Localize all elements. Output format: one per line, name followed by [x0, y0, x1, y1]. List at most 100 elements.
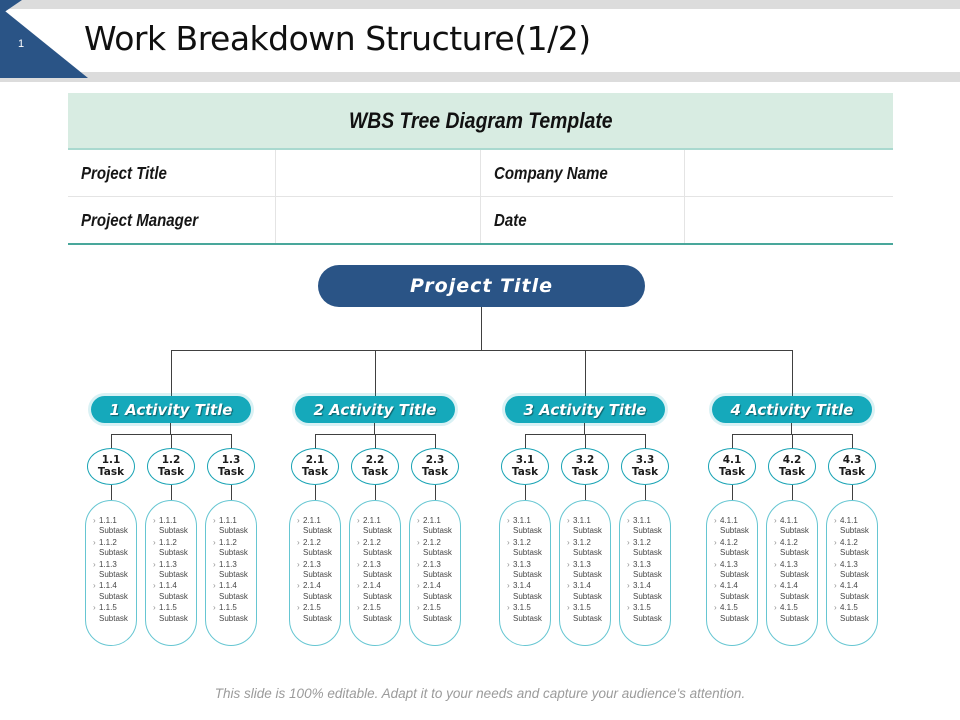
subtask-id: 3.1.3 [513, 559, 531, 569]
connector-line [792, 485, 793, 500]
page-title: Work Breakdown Structure(1/2) [84, 19, 591, 58]
subtask-id: 1.1.2 [99, 537, 117, 547]
subtask-id: 3.1.5 [513, 603, 531, 613]
chevron-bullet-icon: › [627, 516, 630, 525]
activity-title-box[interactable]: 2 Activity Title [295, 396, 455, 423]
subtask-label: Subtask [633, 569, 662, 579]
activity-title-label: 3 Activity Title [523, 400, 647, 419]
activity-title-box[interactable]: 4 Activity Title [712, 396, 872, 423]
task-id: 2.2 [365, 453, 385, 466]
chevron-bullet-icon: › [834, 603, 837, 613]
subtask-label: Subtask [363, 548, 392, 558]
connector-line [171, 434, 172, 448]
subtask-id: 3.1.1 [573, 516, 591, 525]
table-header: WBS Tree Diagram Template [68, 93, 893, 150]
connector-line [435, 485, 436, 500]
table-value-company-name[interactable] [684, 150, 893, 196]
subtask-label: Subtask [720, 526, 749, 536]
chevron-bullet-icon: › [93, 559, 96, 569]
subtask-id: 1.1.4 [99, 581, 117, 591]
table-value-project-manager[interactable] [275, 196, 480, 243]
chevron-bullet-icon: › [153, 516, 156, 525]
activity-title-label: 4 Activity Title [730, 400, 854, 419]
table-value-date[interactable] [684, 196, 893, 243]
subtask-id: 3.1.1 [513, 516, 531, 525]
subtask-id: 3.1.2 [513, 537, 531, 547]
subtask-label: Subtask [423, 591, 452, 601]
connector-line [584, 423, 585, 434]
chevron-bullet-icon: › [714, 559, 717, 569]
project-title-node[interactable]: Project Title [318, 265, 645, 307]
chevron-bullet-icon: › [834, 537, 837, 547]
task-id: 4.3 [842, 453, 862, 466]
chevron-bullet-icon: › [417, 603, 420, 613]
footer-note: This slide is 100% editable. Adapt it to… [214, 686, 746, 701]
subtask-id: 3.1.3 [633, 559, 651, 569]
connector-line [481, 307, 482, 350]
subtask-label: Subtask [513, 526, 542, 536]
subtask-label: Subtask [363, 591, 392, 601]
chevron-bullet-icon: › [357, 516, 360, 525]
connector-line [231, 434, 232, 448]
table-value-project-title[interactable] [275, 150, 480, 196]
activity-title-box[interactable]: 1 Activity Title [91, 396, 251, 423]
subtask-id: 1.1.3 [99, 559, 117, 569]
subtask-id: 2.1.2 [423, 537, 441, 547]
chevron-bullet-icon: › [834, 581, 837, 591]
chevron-bullet-icon: › [417, 559, 420, 569]
chevron-bullet-icon: › [297, 559, 300, 569]
activity-title-box[interactable]: 3 Activity Title [505, 396, 665, 423]
subtask-id: 2.1.5 [423, 603, 441, 613]
task-label: Task [157, 465, 185, 478]
